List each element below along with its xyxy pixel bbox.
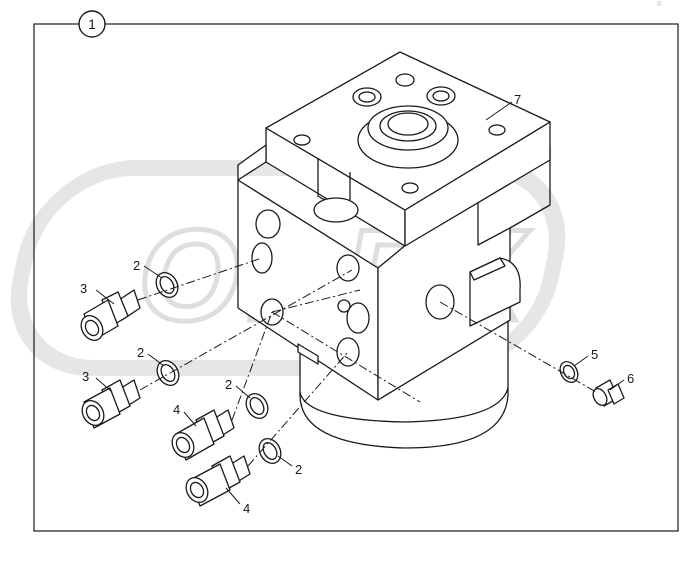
callout-2: 2 — [137, 345, 144, 360]
o-ring-mid-left — [156, 360, 180, 386]
callout-3: 3 — [82, 369, 89, 384]
assembly-lines — [137, 257, 597, 467]
view-number: 1 — [88, 16, 96, 32]
adapter-fitting-lower — [81, 379, 141, 429]
o-ring-mid-right — [245, 393, 269, 419]
callout-labels: 7 2 3 2 3 2 4 2 4 5 6 — [80, 92, 634, 516]
o-ring-right — [559, 361, 579, 383]
adapter-fitting-4-upper — [171, 409, 235, 461]
callout-2: 2 — [295, 462, 302, 477]
o-ring-lower — [258, 438, 282, 464]
adapter-fitting-upper — [80, 289, 141, 341]
callout-2: 2 — [225, 377, 232, 392]
figure-frame — [33, 23, 679, 532]
callout-3: 3 — [80, 281, 87, 296]
valve-body — [237, 51, 551, 449]
adapter-fitting-4-lower — [185, 455, 251, 507]
callout-5: 5 — [591, 347, 598, 362]
callout-6: 6 — [627, 371, 634, 386]
view-number-badge: 1 — [78, 10, 106, 38]
leader-lines — [95, 101, 625, 505]
callout-4: 4 — [243, 501, 250, 516]
callout-4: 4 — [173, 402, 180, 417]
callout-7: 7 — [514, 92, 521, 107]
callout-2: 2 — [133, 258, 140, 273]
corner-mark: © — [657, 2, 662, 8]
